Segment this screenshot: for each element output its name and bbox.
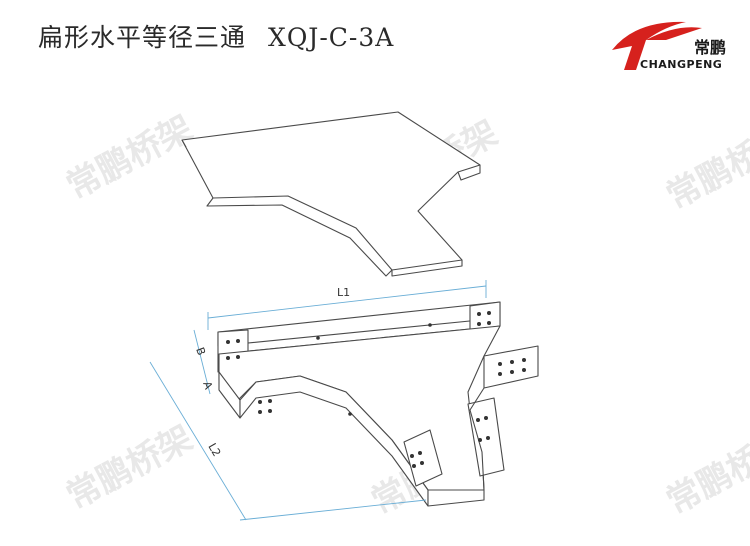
product-name: 扁形水平等径三通 bbox=[38, 23, 247, 52]
dim-label-l2: L2 bbox=[205, 441, 223, 459]
dimension-labels: L1 B A L2 bbox=[193, 286, 350, 459]
dim-label-b: B bbox=[193, 346, 208, 358]
product-code: XQJ-C-3A bbox=[268, 23, 395, 52]
dimension-lines bbox=[149, 280, 487, 521]
logo-brand-en: CHANGPENG bbox=[640, 58, 723, 71]
changpeng-logo-icon bbox=[612, 21, 702, 70]
logo-brand-cn: 常鹏 bbox=[694, 38, 727, 57]
tee-body-view bbox=[217, 301, 539, 507]
page-title: 扁形水平等径三通 XQJ-C-3A bbox=[38, 18, 394, 54]
bolt-holes bbox=[226, 311, 526, 468]
dim-label-a: A bbox=[200, 380, 215, 392]
cover-plate-view bbox=[181, 111, 481, 277]
dim-label-l1: L1 bbox=[337, 286, 350, 299]
